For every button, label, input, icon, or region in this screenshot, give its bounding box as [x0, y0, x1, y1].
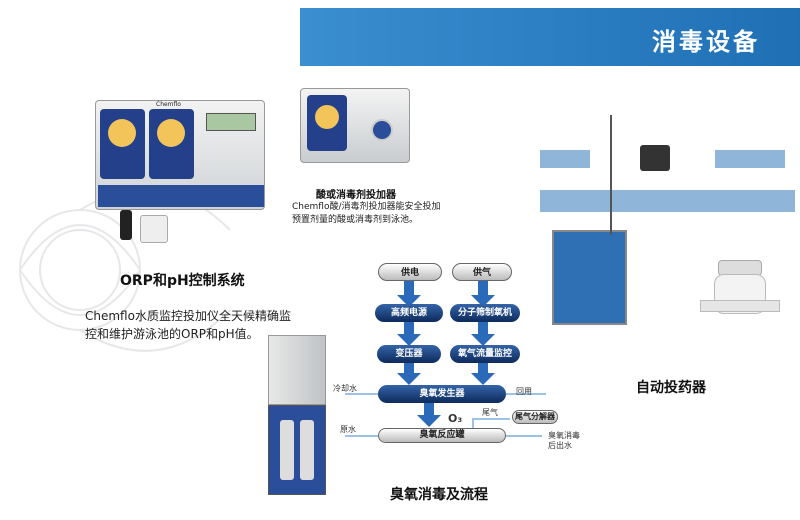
- arrow-down-icon: [397, 322, 421, 346]
- doser-caption: 酸或消毒剂投加器: [316, 190, 396, 201]
- doser-image: [300, 88, 410, 163]
- flow-supply-power: 供电: [378, 263, 442, 281]
- label-tail-gas: 尾气: [482, 408, 498, 417]
- flow-ozone-reactor: 臭氧反应罐: [378, 428, 506, 443]
- label-o3: O₃: [448, 412, 463, 425]
- ozone-caption: 臭氧消毒及流程: [390, 487, 488, 503]
- flow-molecular-sieve: 分子筛制氧机: [450, 304, 520, 322]
- orp-caption: ORP和pH控制系统: [120, 273, 245, 289]
- arrow-down-icon: [471, 363, 495, 385]
- arrow-down-icon: [471, 322, 495, 346]
- label-cooling-water: 冷却水: [333, 384, 357, 393]
- orp-cable: [120, 210, 132, 240]
- orp-brand-label: Chemflo: [156, 101, 181, 108]
- orp-description-1: Chemflo水质监控投加仪全天候精确监: [85, 309, 291, 323]
- arrow-down-icon: [417, 403, 441, 427]
- flow-ozone-generator: 臭氧发生器: [378, 385, 506, 403]
- label-raw-water: 原水: [340, 425, 356, 434]
- orp-probe-bottle: [140, 215, 168, 243]
- flow-hf-power: 高频电源: [375, 304, 443, 322]
- header-banner: 消毒设备: [300, 8, 800, 66]
- orp-description-2: 控和维护游泳池的ORP和pH值。: [85, 327, 259, 341]
- flow-tail-decomposer: 尾气分解器: [512, 410, 558, 424]
- feeder-caption: 自动投药器: [636, 380, 706, 396]
- orp-controller-image: Chemflo: [95, 100, 265, 210]
- flow-o2-monitor: 氧气流量监控: [450, 345, 520, 363]
- label-output-1: 臭氧消毒: [548, 431, 580, 440]
- arrow-down-icon: [397, 363, 421, 385]
- flow-supply-gas: 供气: [452, 263, 512, 281]
- feeder-image: [700, 260, 780, 330]
- label-reuse: 回用: [516, 387, 532, 396]
- label-output-2: 后出水: [548, 441, 572, 450]
- page-title: 消毒设备: [652, 28, 760, 56]
- injection-diagram: [540, 95, 795, 325]
- ozone-generator-image: [268, 335, 326, 495]
- doser-description-1: Chemflo酸/消毒剂投加器能安全投加: [292, 202, 441, 212]
- flow-transformer: 变压器: [377, 345, 441, 363]
- doser-description-2: 预置剂量的酸或消毒剂到泳池。: [292, 215, 419, 225]
